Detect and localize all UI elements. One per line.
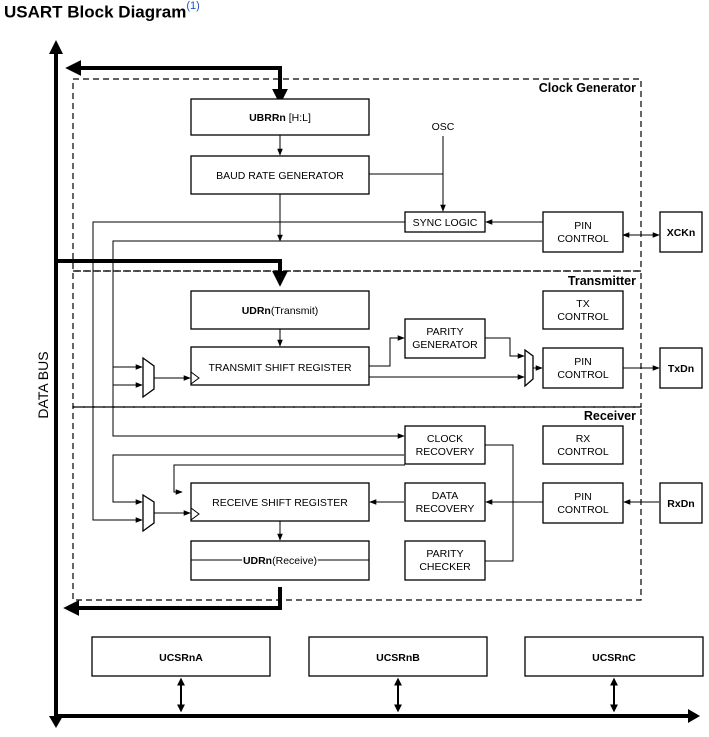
data-bus: DATA BUS [35, 40, 700, 728]
data-recovery-line1: DATA [432, 490, 458, 502]
udr-tx-name: UDRn [242, 305, 271, 317]
title-text: USART Block Diagram [4, 2, 187, 22]
txd-label: TxDn [668, 363, 694, 375]
data-recovery-line2: RECOVERY [416, 503, 475, 515]
pin-control-clock-line2: CONTROL [557, 233, 608, 245]
rx-control-line1: RX [576, 433, 591, 445]
clock-recovery-line1: CLOCK [427, 433, 463, 445]
svg-text:UDRn(Receive): UDRn(Receive) [243, 555, 317, 567]
ubrr-name: UBRRn [249, 112, 286, 124]
rxd-label: RxDn [667, 498, 694, 510]
bus-tap-udr-tx [58, 259, 288, 287]
pin-control-clock-line1: PIN [574, 220, 592, 232]
ucsrb-block: UCSRnB [308, 636, 488, 713]
transmit-shift-register-label: TRANSMIT SHIFT REGISTER [208, 362, 352, 374]
parity-checker-line1: PARITY [426, 548, 463, 560]
pin-control-tx-line2: CONTROL [557, 369, 608, 381]
rx-control-block: RX CONTROL [542, 425, 624, 465]
baud-rate-generator-block: BAUD RATE GENERATOR [190, 155, 370, 195]
clock-recovery-block: CLOCK RECOVERY [404, 425, 486, 465]
title-footnote: (1) [186, 0, 200, 12]
pin-control-rx-line2: CONTROL [557, 504, 608, 516]
signal-wires [92, 135, 660, 562]
txd-pin-block: TxDn [659, 347, 703, 389]
udr-rx-name: UDRn [243, 555, 272, 567]
receiver-label: Receiver [584, 409, 636, 423]
tx-clock-mux [142, 356, 155, 399]
receiver-section: Receiver [72, 406, 642, 601]
parity-generator-block: PARITY GENERATOR [404, 318, 486, 359]
pin-control-tx-block: PIN CONTROL [542, 347, 624, 389]
clock-recovery-line2: RECOVERY [416, 446, 475, 458]
ubrr-block: UBRRn [H:L] [190, 98, 370, 136]
tx-output-mux [524, 348, 534, 388]
udr-rx-mode: (Receive) [272, 555, 317, 567]
ucsra-label: UCSRnA [159, 652, 203, 664]
tx-control-line1: TX [576, 298, 589, 310]
tx-control-block: TX CONTROL [542, 290, 624, 330]
ucsrc-block: UCSRnC [524, 636, 704, 713]
transmitter-section: Transmitter [72, 270, 642, 408]
parity-generator-line2: GENERATOR [412, 339, 478, 351]
osc-label: OSC [432, 121, 455, 133]
sync-logic-label: SYNC LOGIC [413, 217, 478, 229]
udr-transmit-block: UDRn(Transmit) [190, 290, 370, 330]
pin-control-rx-block: PIN CONTROL [542, 482, 624, 524]
udr-tx-mode: (Transmit) [271, 305, 318, 317]
pin-control-tx-line1: PIN [574, 356, 592, 368]
parity-generator-line1: PARITY [426, 326, 463, 338]
sync-logic-block: SYNC LOGIC [404, 211, 486, 233]
rx-control-line2: CONTROL [557, 446, 608, 458]
receive-shift-register-block: RECEIVE SHIFT REGISTER [190, 482, 370, 522]
rx-clock-mux [142, 493, 155, 533]
pin-control-rx-line1: PIN [574, 491, 592, 503]
pin-control-clock-block: PIN CONTROL [542, 211, 624, 253]
data-bus-label: DATA BUS [35, 351, 51, 418]
ubrr-range: [H:L] [286, 112, 311, 124]
transmitter-label: Transmitter [568, 274, 636, 288]
xck-label: XCKn [667, 227, 696, 239]
parity-checker-line2: CHECKER [419, 561, 471, 573]
ucsrb-label: UCSRnB [376, 652, 420, 664]
diagram-title: USART Block Diagram(1) [4, 0, 200, 23]
svg-text:UBRRn [H:L]: UBRRn [H:L] [249, 112, 311, 124]
udr-receive-block: UDRn(Receive) [190, 540, 370, 581]
ucsra-block: UCSRnA [91, 636, 271, 713]
parity-checker-block: PARITY CHECKER [404, 540, 486, 581]
bus-tap-udr-rx [63, 587, 282, 616]
baud-rate-generator-label: BAUD RATE GENERATOR [216, 170, 344, 182]
bus-tap-ubrr [65, 60, 288, 105]
data-recovery-block: DATA RECOVERY [404, 482, 486, 522]
transmit-shift-register-block: TRANSMIT SHIFT REGISTER [190, 346, 370, 386]
clock-generator-label: Clock Generator [539, 81, 636, 95]
rxd-pin-block: RxDn [659, 482, 703, 524]
ucsrc-label: UCSRnC [592, 652, 636, 664]
svg-text:UDRn(Transmit): UDRn(Transmit) [242, 305, 319, 317]
xck-pin-block: XCKn [659, 211, 703, 253]
receive-shift-register-label: RECEIVE SHIFT REGISTER [212, 497, 348, 509]
tx-control-line2: CONTROL [557, 311, 608, 323]
